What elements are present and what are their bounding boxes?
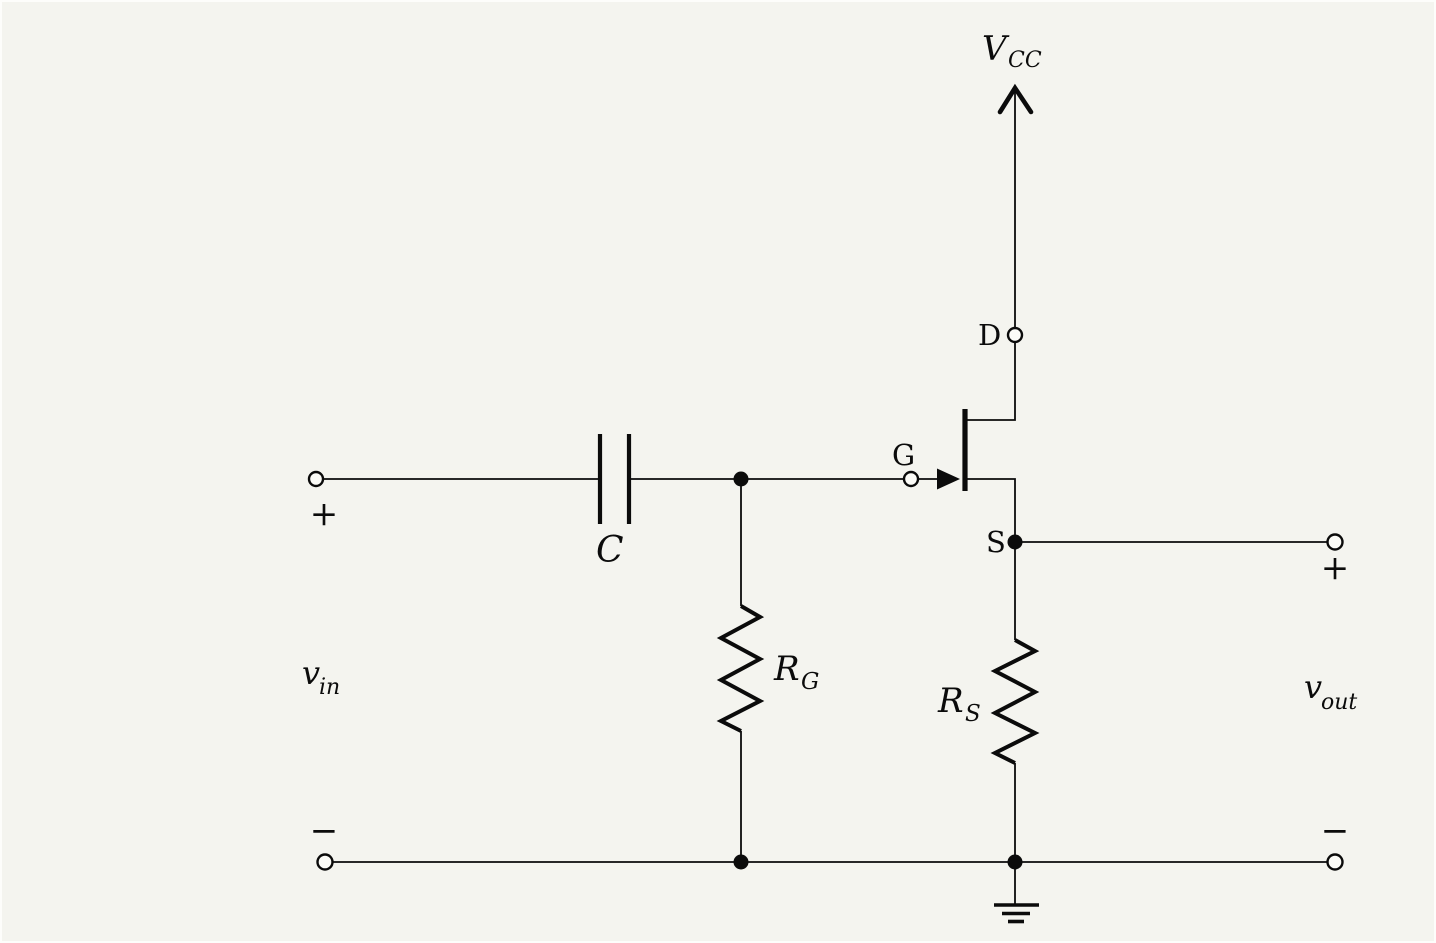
- drain-label: D: [978, 318, 1001, 352]
- input-plus-sign: +: [310, 494, 339, 534]
- junction-rg-ground: [733, 854, 749, 870]
- output-minus-sign: −: [1321, 811, 1350, 851]
- rg-label: R: [773, 649, 800, 689]
- resistor-rg: [716, 604, 765, 733]
- ground-icon: [994, 862, 1039, 924]
- jfet-gate-arrow-icon: [937, 468, 960, 490]
- vcc-label: V: [982, 29, 1010, 69]
- resistor-rs: [990, 638, 1040, 765]
- wires: [323, 90, 1329, 863]
- vcc-arrow-icon: [997, 83, 1034, 115]
- rs-label: R: [937, 681, 964, 721]
- vcc-label-sub: CC: [1008, 48, 1042, 73]
- capacitor: [597, 434, 632, 524]
- vout-label-sub: out: [1321, 690, 1357, 715]
- terminal-output-minus: [1326, 853, 1344, 871]
- input-minus-sign: −: [310, 811, 339, 851]
- capacitor-label: C: [596, 530, 624, 571]
- terminal-drain: [1006, 326, 1024, 344]
- terminal-output-plus: [1326, 533, 1344, 551]
- rg-label-sub: G: [801, 669, 819, 695]
- labels: V CC v in v out C R G R S G D S + − + −: [302, 29, 1357, 851]
- wire-source: [966, 478, 1016, 640]
- junction-source-node: [1007, 534, 1023, 550]
- junction-gate-rg: [733, 471, 749, 487]
- vout-label: v: [1304, 668, 1322, 706]
- junction-rs-ground: [1007, 854, 1023, 870]
- terminal-input-minus: [316, 853, 334, 871]
- wire-drain-supply: [966, 90, 1016, 421]
- vin-label-sub: in: [319, 675, 340, 700]
- terminal-input-plus: [307, 470, 325, 488]
- gate-label: G: [892, 438, 915, 472]
- vin-label: v: [302, 654, 320, 692]
- terminal-gate: [902, 470, 920, 488]
- source-label: S: [986, 525, 1006, 559]
- jfet-transistor: [937, 409, 968, 491]
- rs-label-sub: S: [965, 701, 981, 727]
- output-plus-sign: +: [1321, 548, 1350, 588]
